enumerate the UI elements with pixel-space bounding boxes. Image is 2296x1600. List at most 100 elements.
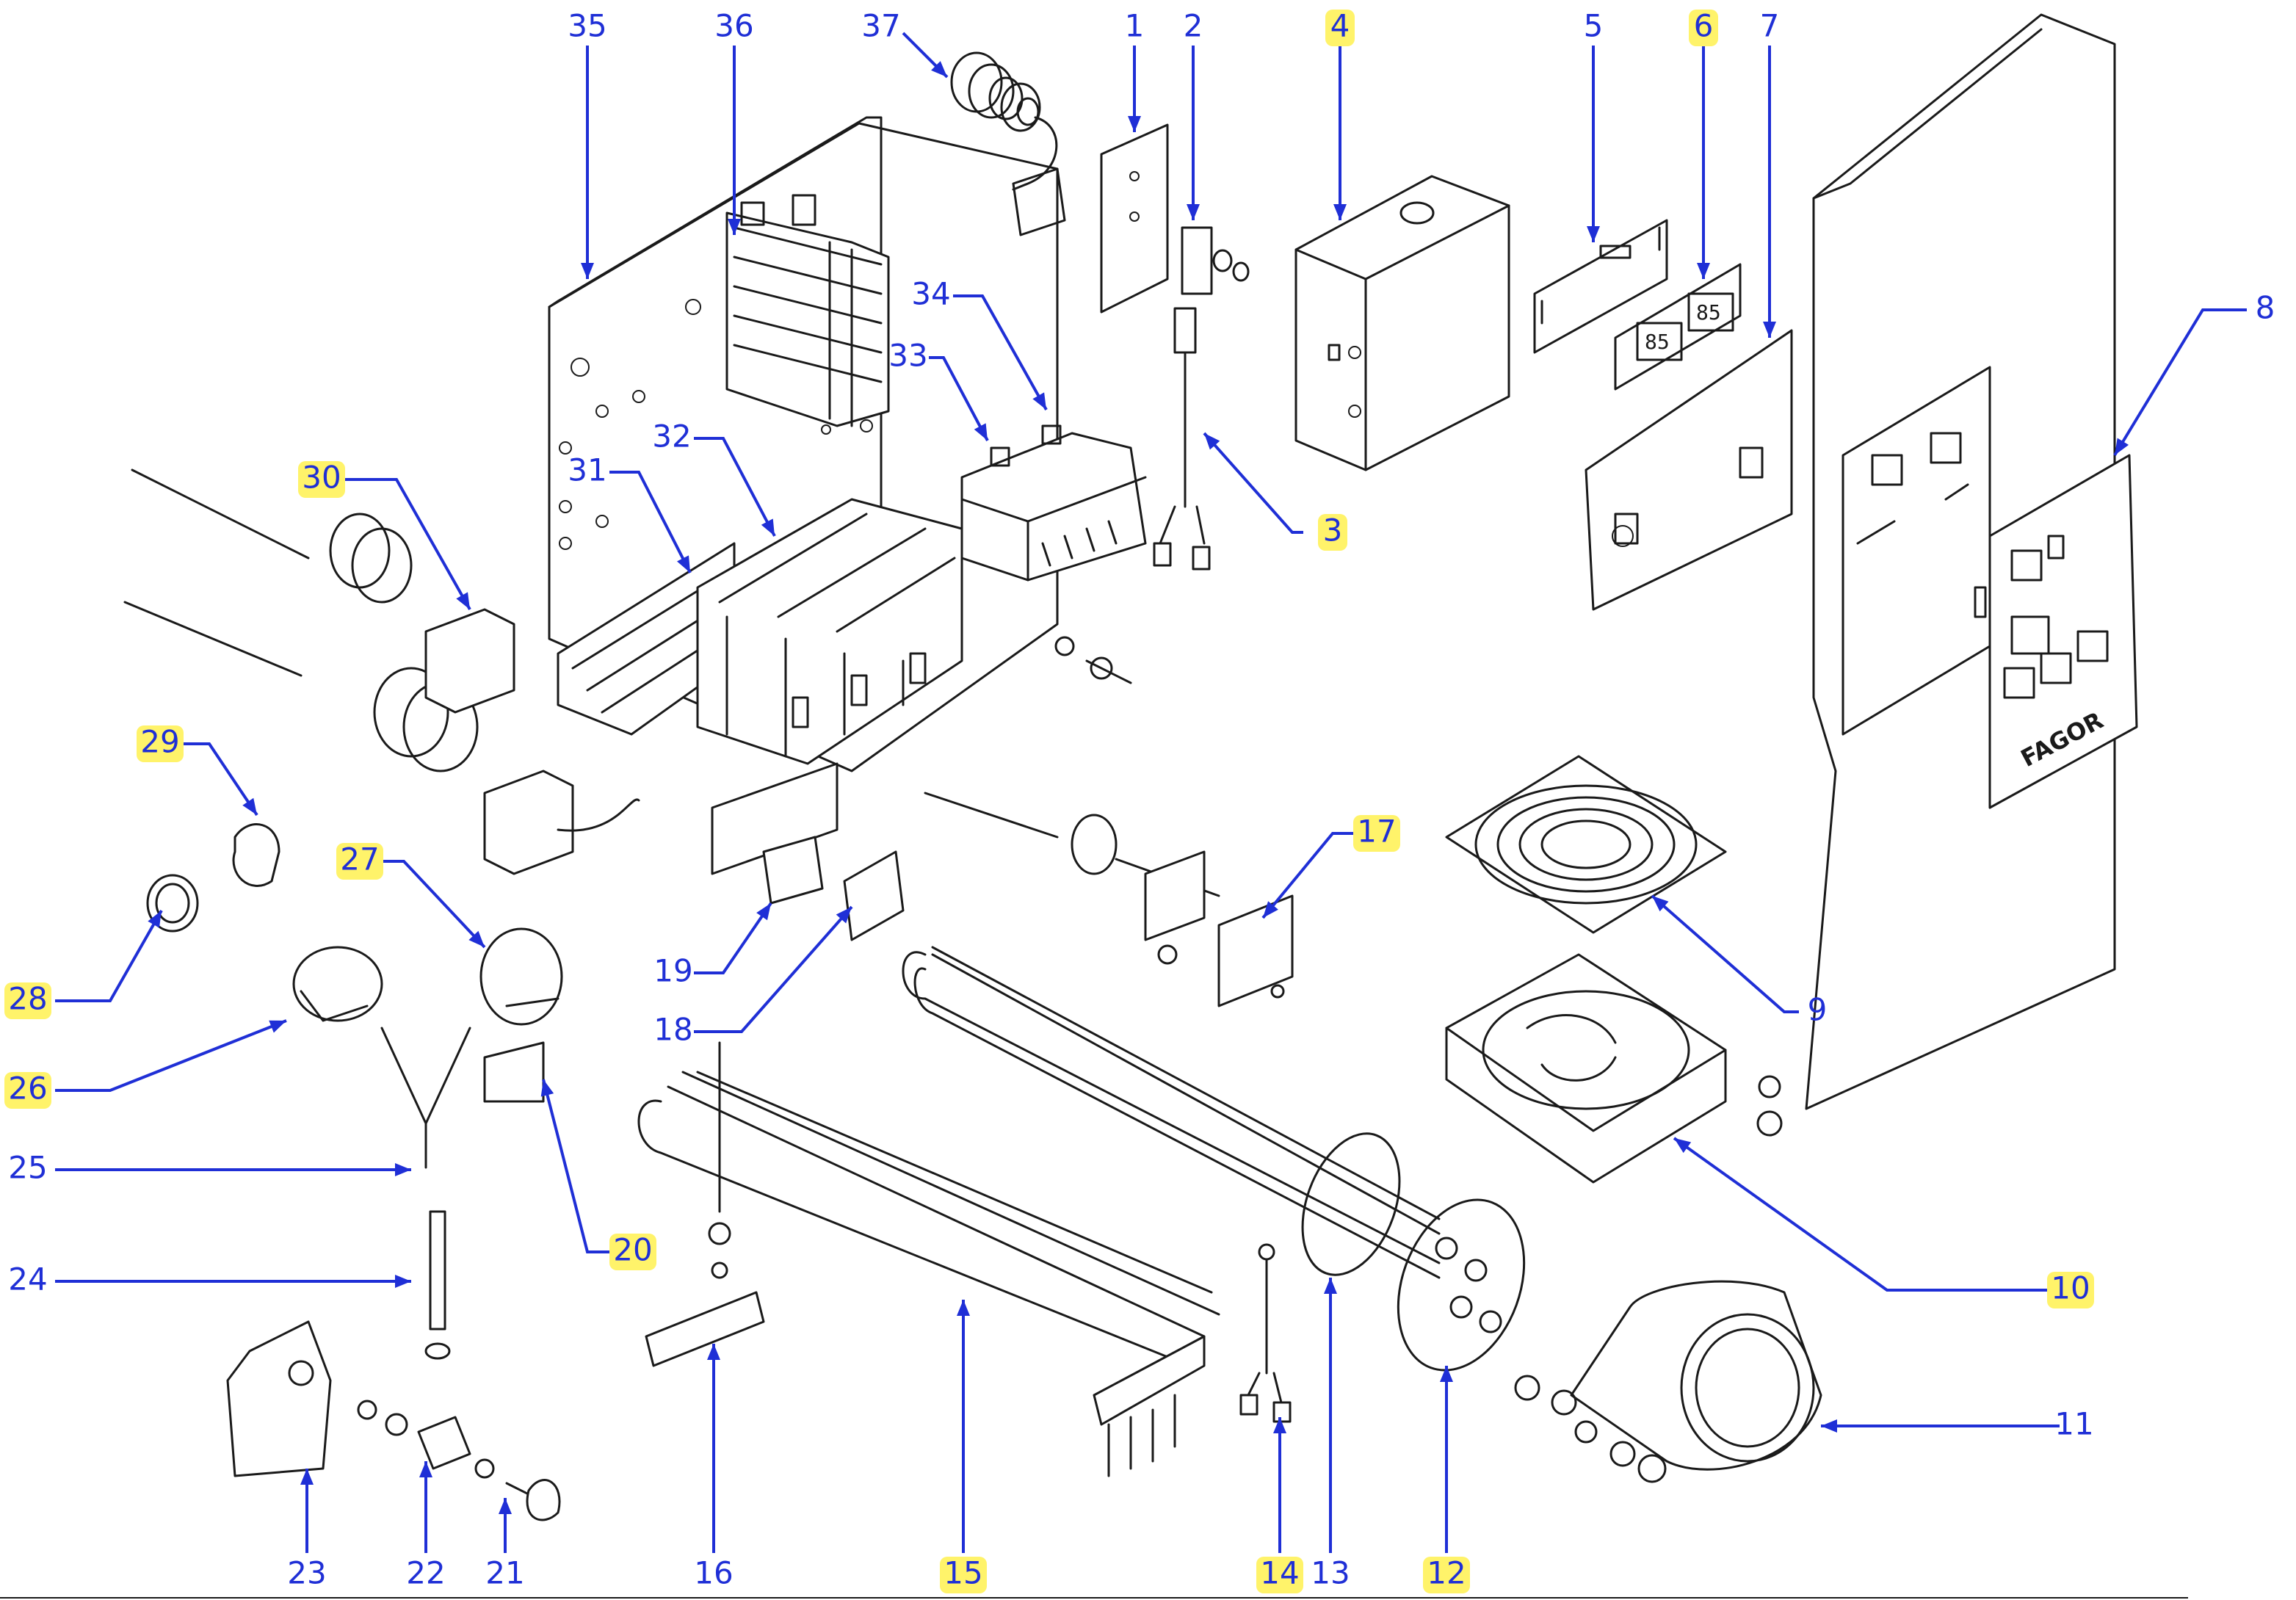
callout-28: 28 — [4, 910, 163, 1019]
callout-3: 3 — [1203, 432, 1347, 551]
callout-highlight-27 — [336, 843, 383, 880]
callout-label-37: 37 — [861, 8, 900, 44]
counter-digits-right: 85 — [1696, 300, 1721, 325]
callout-leader-30 — [345, 478, 471, 610]
callout-8: 8 — [2113, 290, 2275, 457]
callout-arrow-28 — [148, 911, 162, 928]
callout-label-18: 18 — [653, 1012, 692, 1048]
callout-label-17: 17 — [1357, 814, 1396, 850]
callout-arrow-18 — [836, 907, 852, 924]
o-ring — [1301, 1132, 1401, 1276]
callout-arrow-4 — [1333, 204, 1347, 220]
callout-leader-31 — [609, 471, 692, 573]
callout-arrow-7 — [1763, 322, 1776, 338]
callout-highlight-30 — [298, 461, 345, 498]
drain-assembly — [226, 1320, 561, 1521]
callout-arrow-8 — [2115, 438, 2129, 455]
callout-25: 25 — [8, 1150, 411, 1186]
callout-1: 1 — [1125, 8, 1145, 132]
callout-arrow-31 — [676, 555, 690, 573]
callout-label-9: 9 — [1808, 992, 1828, 1028]
callout-23: 23 — [287, 1469, 327, 1591]
callout-leader-34 — [953, 294, 1048, 410]
callout-22: 22 — [406, 1461, 446, 1591]
callout-9: 9 — [1651, 894, 1828, 1028]
callout-10: 10 — [1673, 1137, 2094, 1308]
fan — [1445, 953, 1783, 1184]
callout-leader-27 — [382, 860, 486, 949]
callout-arrow-33 — [974, 423, 988, 441]
callout-label-1: 1 — [1125, 8, 1145, 44]
callout-34: 34 — [911, 276, 1048, 410]
callout-29: 29 — [137, 724, 258, 817]
callout-label-12: 12 — [1427, 1555, 1466, 1591]
callout-label-11: 11 — [2054, 1406, 2093, 1442]
callout-arrow-10 — [1674, 1138, 1692, 1154]
callout-arrow-5 — [1587, 226, 1600, 242]
fan-grille — [1445, 755, 1727, 934]
callout-6: 6 — [1689, 8, 1718, 279]
callout-arrow-26 — [269, 1020, 286, 1033]
back-plate — [1585, 329, 1793, 611]
callout-label-21: 21 — [485, 1555, 524, 1591]
callout-label-13: 13 — [1311, 1555, 1350, 1591]
callout-label-35: 35 — [568, 8, 606, 44]
callout-arrow-30 — [456, 592, 470, 609]
callout-16: 16 — [694, 1344, 734, 1591]
callout-highlight-3 — [1318, 514, 1347, 551]
callout-leader-29 — [180, 742, 258, 817]
callout-arrow-29 — [242, 797, 257, 815]
callout-leader-33 — [929, 356, 989, 441]
callout-label-32: 32 — [652, 419, 691, 455]
callout-arrow-20 — [540, 1079, 554, 1097]
callout-17: 17 — [1261, 814, 1400, 919]
callout-26: 26 — [4, 1019, 287, 1109]
callout-21: 21 — [485, 1498, 525, 1591]
tank-nuts — [1514, 1375, 1667, 1483]
callout-label-19: 19 — [653, 953, 692, 989]
callout-label-20: 20 — [613, 1232, 652, 1268]
callout-leader-9 — [1651, 894, 1799, 1013]
callout-label-25: 25 — [8, 1150, 47, 1186]
callout-leader-28 — [55, 910, 163, 1002]
callout-36: 36 — [714, 8, 754, 235]
callout-label-22: 22 — [406, 1555, 445, 1591]
callout-leader-19 — [694, 902, 772, 974]
callout-label-24: 24 — [8, 1261, 47, 1297]
callout-label-23: 23 — [287, 1555, 326, 1591]
callout-label-30: 30 — [302, 460, 341, 496]
callout-27: 27 — [336, 841, 486, 949]
callout-19: 19 — [653, 902, 772, 989]
element-bracket — [645, 1041, 765, 1367]
callout-highlight-6 — [1689, 10, 1718, 46]
callout-arrow-11 — [1821, 1419, 1837, 1433]
callout-highlight-10 — [2047, 1272, 2094, 1308]
callout-arrow-21 — [499, 1498, 512, 1514]
callout-highlight-14 — [1256, 1557, 1303, 1593]
pressure-switches — [146, 823, 563, 1103]
cable-gland — [950, 51, 1066, 236]
callout-label-15: 15 — [944, 1555, 982, 1591]
bracket — [1533, 219, 1668, 354]
sensor-cable — [1153, 226, 1250, 571]
callout-label-4: 4 — [1330, 8, 1350, 44]
callout-arrow-25 — [395, 1163, 411, 1176]
callout-2: 2 — [1184, 8, 1203, 220]
callout-arrow-15 — [957, 1300, 970, 1316]
callout-leader-18 — [694, 905, 853, 1033]
callout-leader-20 — [542, 1079, 613, 1253]
callout-32: 32 — [652, 419, 776, 537]
callout-arrow-2 — [1187, 204, 1200, 220]
callout-leader-17 — [1261, 832, 1355, 919]
callout-label-27: 27 — [340, 841, 379, 877]
contactor-block — [557, 498, 963, 765]
callout-label-5: 5 — [1584, 8, 1604, 44]
callout-label-16: 16 — [694, 1555, 733, 1591]
callout-14: 14 — [1256, 1417, 1303, 1593]
callout-label-7: 7 — [1760, 8, 1780, 44]
callout-18: 18 — [653, 905, 853, 1048]
callout-label-36: 36 — [714, 8, 753, 44]
callout-arrow-22 — [419, 1461, 432, 1477]
